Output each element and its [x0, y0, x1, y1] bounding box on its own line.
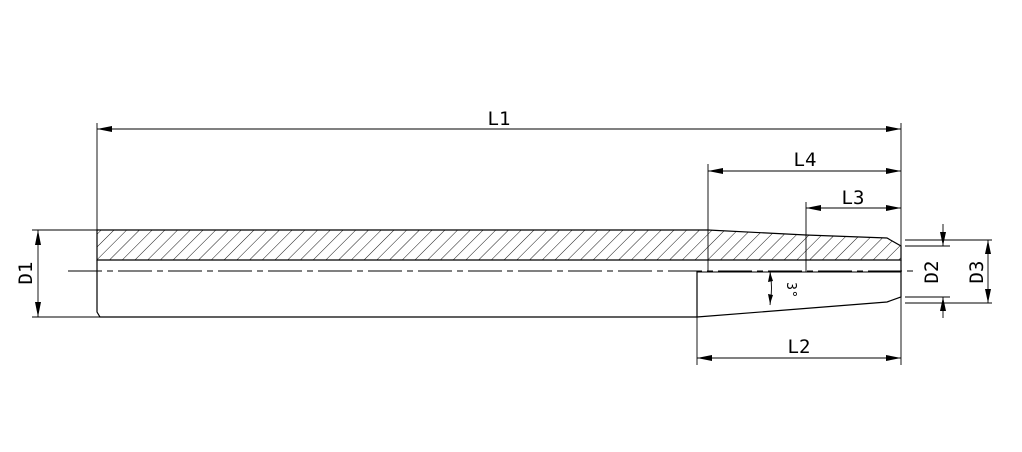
angle-arrow-bottom	[768, 294, 773, 304]
dim-d3-label: D3	[966, 261, 988, 284]
dim-l4-arrow-right	[886, 168, 901, 174]
dim-l2-arrow-left	[697, 355, 712, 361]
dim-d3-arrow-bottom	[985, 289, 991, 303]
dim-l3-label: L3	[842, 187, 865, 209]
dim-d2-label: D2	[921, 261, 943, 284]
dim-d1-arrow-top	[35, 230, 41, 245]
dim-l2-label: L2	[788, 336, 811, 358]
dim-d1-label: D1	[15, 262, 37, 285]
dim-l3-arrow-right	[886, 205, 901, 211]
dim-l2-arrow-right	[886, 355, 901, 361]
dim-d2-arrow-bottom	[940, 297, 946, 311]
dim-d3-arrow-top	[985, 240, 991, 254]
dim-l4-arrow-left	[708, 168, 723, 174]
upper-section-outline	[96, 229, 902, 261]
dim-d1-arrow-bottom	[35, 302, 41, 317]
lower-taper-outline	[696, 260, 902, 318]
lower-body-outline	[96, 260, 698, 318]
dim-l1-arrow-left	[97, 126, 112, 132]
upper-section-hatch	[97, 230, 901, 260]
dim-l1-label: L1	[488, 108, 511, 130]
dim-d2-arrow-top	[940, 232, 946, 246]
dim-l4-label: L4	[794, 149, 817, 171]
dim-l3-arrow-left	[806, 205, 821, 211]
angle-arrow-top	[768, 272, 773, 282]
angle-label: 3°	[783, 282, 798, 298]
dim-l1-arrow-right	[886, 126, 901, 132]
